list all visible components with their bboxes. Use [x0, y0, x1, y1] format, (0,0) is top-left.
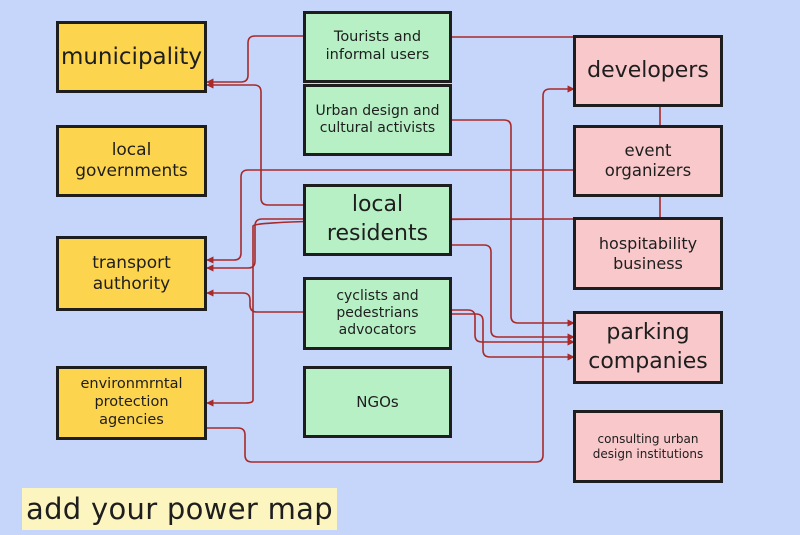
node-label: NGOs — [356, 392, 399, 411]
node-urban-design-activists[interactable]: Urban design and cultural activists — [303, 84, 452, 156]
node-municipality[interactable]: municipality — [56, 21, 207, 93]
node-hospitability-business[interactable]: hospitability business — [573, 217, 723, 290]
node-environmental-protection-agencies[interactable]: environmrntal protection agencies — [56, 366, 207, 440]
connector-cyclists-to-parking-b — [450, 313, 575, 361]
node-consulting-urban-design-institutions[interactable]: consulting urban design institutions — [573, 410, 723, 483]
connector-residents-to-municipality — [206, 81, 305, 206]
node-label: event organizers — [604, 140, 692, 180]
node-label: parking companies — [588, 319, 708, 374]
connector-urban-design-to-parking — [450, 119, 575, 327]
connector-tourists-to-municipality — [206, 35, 305, 86]
node-label: municipality — [60, 43, 203, 70]
node-label: transport authority — [92, 252, 171, 294]
node-label: cyclists and pedestrians advocators — [336, 287, 419, 339]
connector-environmental-to-developers — [207, 85, 575, 463]
node-label: hospitability business — [598, 233, 698, 273]
node-local-governments[interactable]: local governments — [56, 125, 207, 197]
node-label: Tourists and informal users — [325, 29, 430, 63]
node-local-residents[interactable]: local residents — [303, 184, 452, 256]
caption-label: add your power map — [22, 488, 337, 530]
node-event-organizers[interactable]: event organizers — [573, 125, 723, 197]
node-transport-authority[interactable]: transport authority — [56, 236, 207, 311]
node-label: environmrntal protection agencies — [80, 376, 183, 428]
connector-residents-to-transport — [206, 218, 305, 272]
connector-cyclists-to-transport — [206, 289, 305, 313]
node-label: consulting urban design institutions — [592, 431, 704, 461]
connector-event-organizers-to-transport — [206, 169, 574, 264]
node-label: Urban design and cultural activists — [315, 102, 440, 136]
node-label: developers — [587, 57, 709, 83]
connector-residents-to-parking — [450, 244, 575, 341]
node-parking-companies[interactable]: parking companies — [573, 311, 723, 384]
node-cyclists-pedestrians-advocators[interactable]: cyclists and pedestrians advocators — [303, 277, 452, 350]
connector-cyclists-to-parking-a — [450, 309, 575, 346]
node-label: local residents — [326, 192, 429, 246]
node-label: local governments — [75, 140, 188, 181]
node-ngos[interactable]: NGOs — [303, 366, 452, 438]
node-developers[interactable]: developers — [573, 35, 723, 107]
node-tourists-informal-users[interactable]: Tourists and informal users — [303, 11, 452, 83]
